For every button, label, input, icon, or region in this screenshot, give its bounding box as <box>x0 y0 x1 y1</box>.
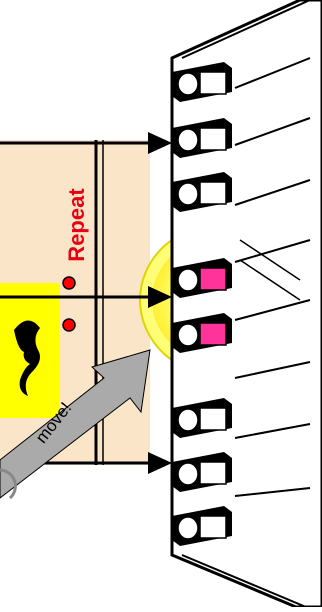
rest-block <box>0 283 60 418</box>
repeat-dot-bottom <box>63 319 75 331</box>
repeat-label: Repeat <box>62 170 92 280</box>
